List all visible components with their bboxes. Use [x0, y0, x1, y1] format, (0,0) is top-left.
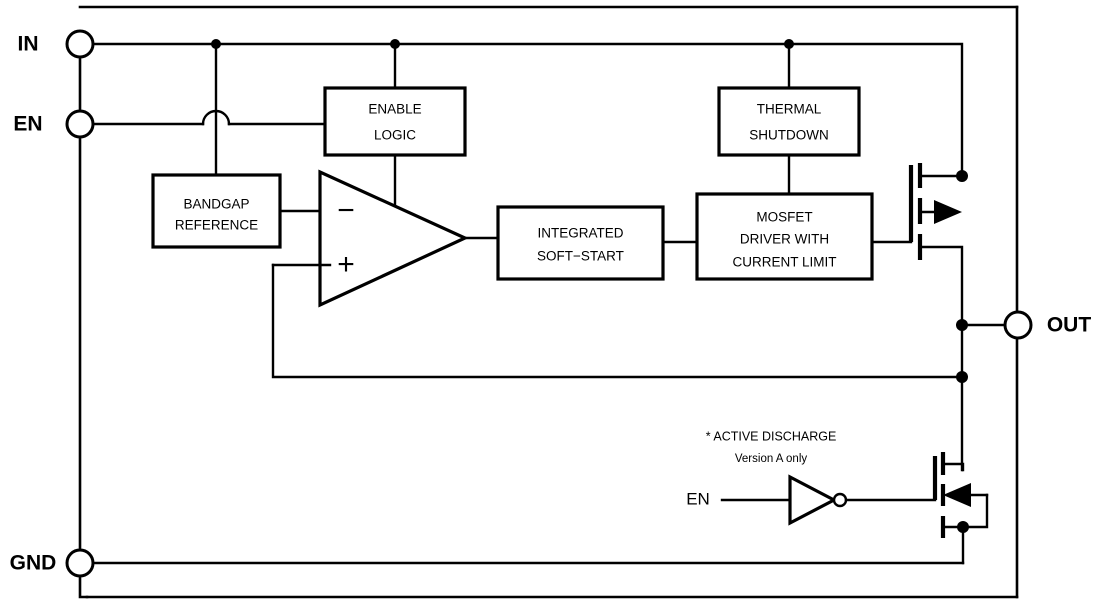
active-discharge-note-line1: * ACTIVE DISCHARGE	[706, 429, 837, 443]
device-outline	[78, 5, 1019, 599]
discharge-inverter-triangle	[788, 474, 838, 526]
error-amplifier[interactable]: − +	[271, 169, 964, 379]
feedback-wire	[271, 263, 964, 379]
junction-out-node	[956, 319, 968, 331]
discharge-en-label: EN	[686, 489, 710, 508]
mosfet-driver-label-line3: CURRENT LIMIT	[732, 255, 836, 270]
active-discharge-note-line2: Version A only	[735, 453, 807, 465]
pin-en-circle	[65, 109, 95, 139]
discharge-enable-path[interactable]: EN	[686, 474, 937, 526]
junction-in-enable	[390, 39, 400, 49]
pin-in-label: IN	[18, 33, 39, 56]
discharge-nmos-body-arrow	[943, 483, 971, 507]
error-amplifier-triangle	[318, 169, 469, 308]
block-integrated-soft-start[interactable]: INTEGRATED SOFT−START	[496, 205, 699, 281]
outline-left	[78, 42, 89, 599]
pin-in[interactable]: IN	[18, 29, 95, 59]
pin-out-label: OUT	[1047, 314, 1092, 337]
junction-pass-drain-in	[956, 170, 968, 182]
discharge-nmos-body-loop	[961, 493, 989, 529]
junction-feedback-tap	[956, 371, 968, 383]
discharge-nmos-drain-lead	[941, 462, 965, 472]
error-amplifier-plus-sign: +	[337, 248, 355, 281]
in-supply-rail	[91, 39, 964, 179]
bandgap-reference-label-line1: BANDGAP	[183, 197, 249, 212]
enable-logic-label-line2: LOGIC	[374, 128, 416, 143]
bandgap-reference-box	[151, 173, 282, 249]
pin-gnd-label: GND	[10, 552, 57, 575]
error-amplifier-minus-sign: −	[337, 194, 355, 227]
soft-start-label-line1: INTEGRATED	[537, 226, 623, 241]
mosfet-driver-label-line2: DRIVER WITH	[740, 232, 829, 247]
thermal-shutdown-label-line1: THERMAL	[757, 102, 822, 117]
pin-gnd-circle	[65, 548, 95, 578]
pin-en-label: EN	[13, 113, 42, 136]
mosfet-driver-label-line1: MOSFET	[756, 210, 812, 225]
en-rail	[91, 109, 327, 126]
junction-in-bandgap	[211, 39, 221, 49]
discharge-inverter-bubble	[832, 492, 848, 508]
bandgap-reference-label-line2: REFERENCE	[175, 218, 258, 233]
junction-in-thermal	[784, 39, 794, 49]
en-hop-arc	[201, 109, 231, 126]
thermal-shutdown-label-line2: SHUTDOWN	[749, 128, 829, 143]
pin-out[interactable]: OUT	[1003, 310, 1092, 340]
block-thermal-shutdown[interactable]: THERMAL SHUTDOWN	[717, 86, 861, 196]
out-node-network	[956, 319, 1007, 472]
active-discharge-note: * ACTIVE DISCHARGE Version A only	[706, 429, 837, 465]
enable-logic-box	[323, 86, 467, 157]
mosfet-driver-box	[695, 192, 874, 281]
pin-in-circle	[65, 29, 95, 59]
pass-mosfet[interactable]	[908, 163, 968, 327]
pin-out-circle	[1003, 310, 1033, 340]
discharge-nmos-source-lead	[941, 525, 965, 565]
pass-mosfet-body-arrow	[934, 200, 962, 224]
pass-mosfet-source-lead	[918, 245, 964, 327]
soft-start-label-line2: SOFT−START	[537, 249, 624, 264]
integrated-soft-start-box	[496, 205, 665, 281]
pin-en[interactable]: EN	[13, 109, 95, 139]
pin-gnd[interactable]: GND	[10, 548, 95, 578]
block-mosfet-driver[interactable]: MOSFET DRIVER WITH CURRENT LIMIT	[695, 192, 913, 281]
discharge-nmos[interactable]	[932, 452, 989, 565]
enable-logic-label-line1: ENABLE	[368, 102, 421, 117]
thermal-shutdown-box	[717, 86, 861, 157]
in-rail-wire	[91, 42, 964, 179]
junction-discharge-source-body	[957, 521, 969, 533]
block-bandgap-reference[interactable]: BANDGAP REFERENCE	[151, 173, 346, 249]
